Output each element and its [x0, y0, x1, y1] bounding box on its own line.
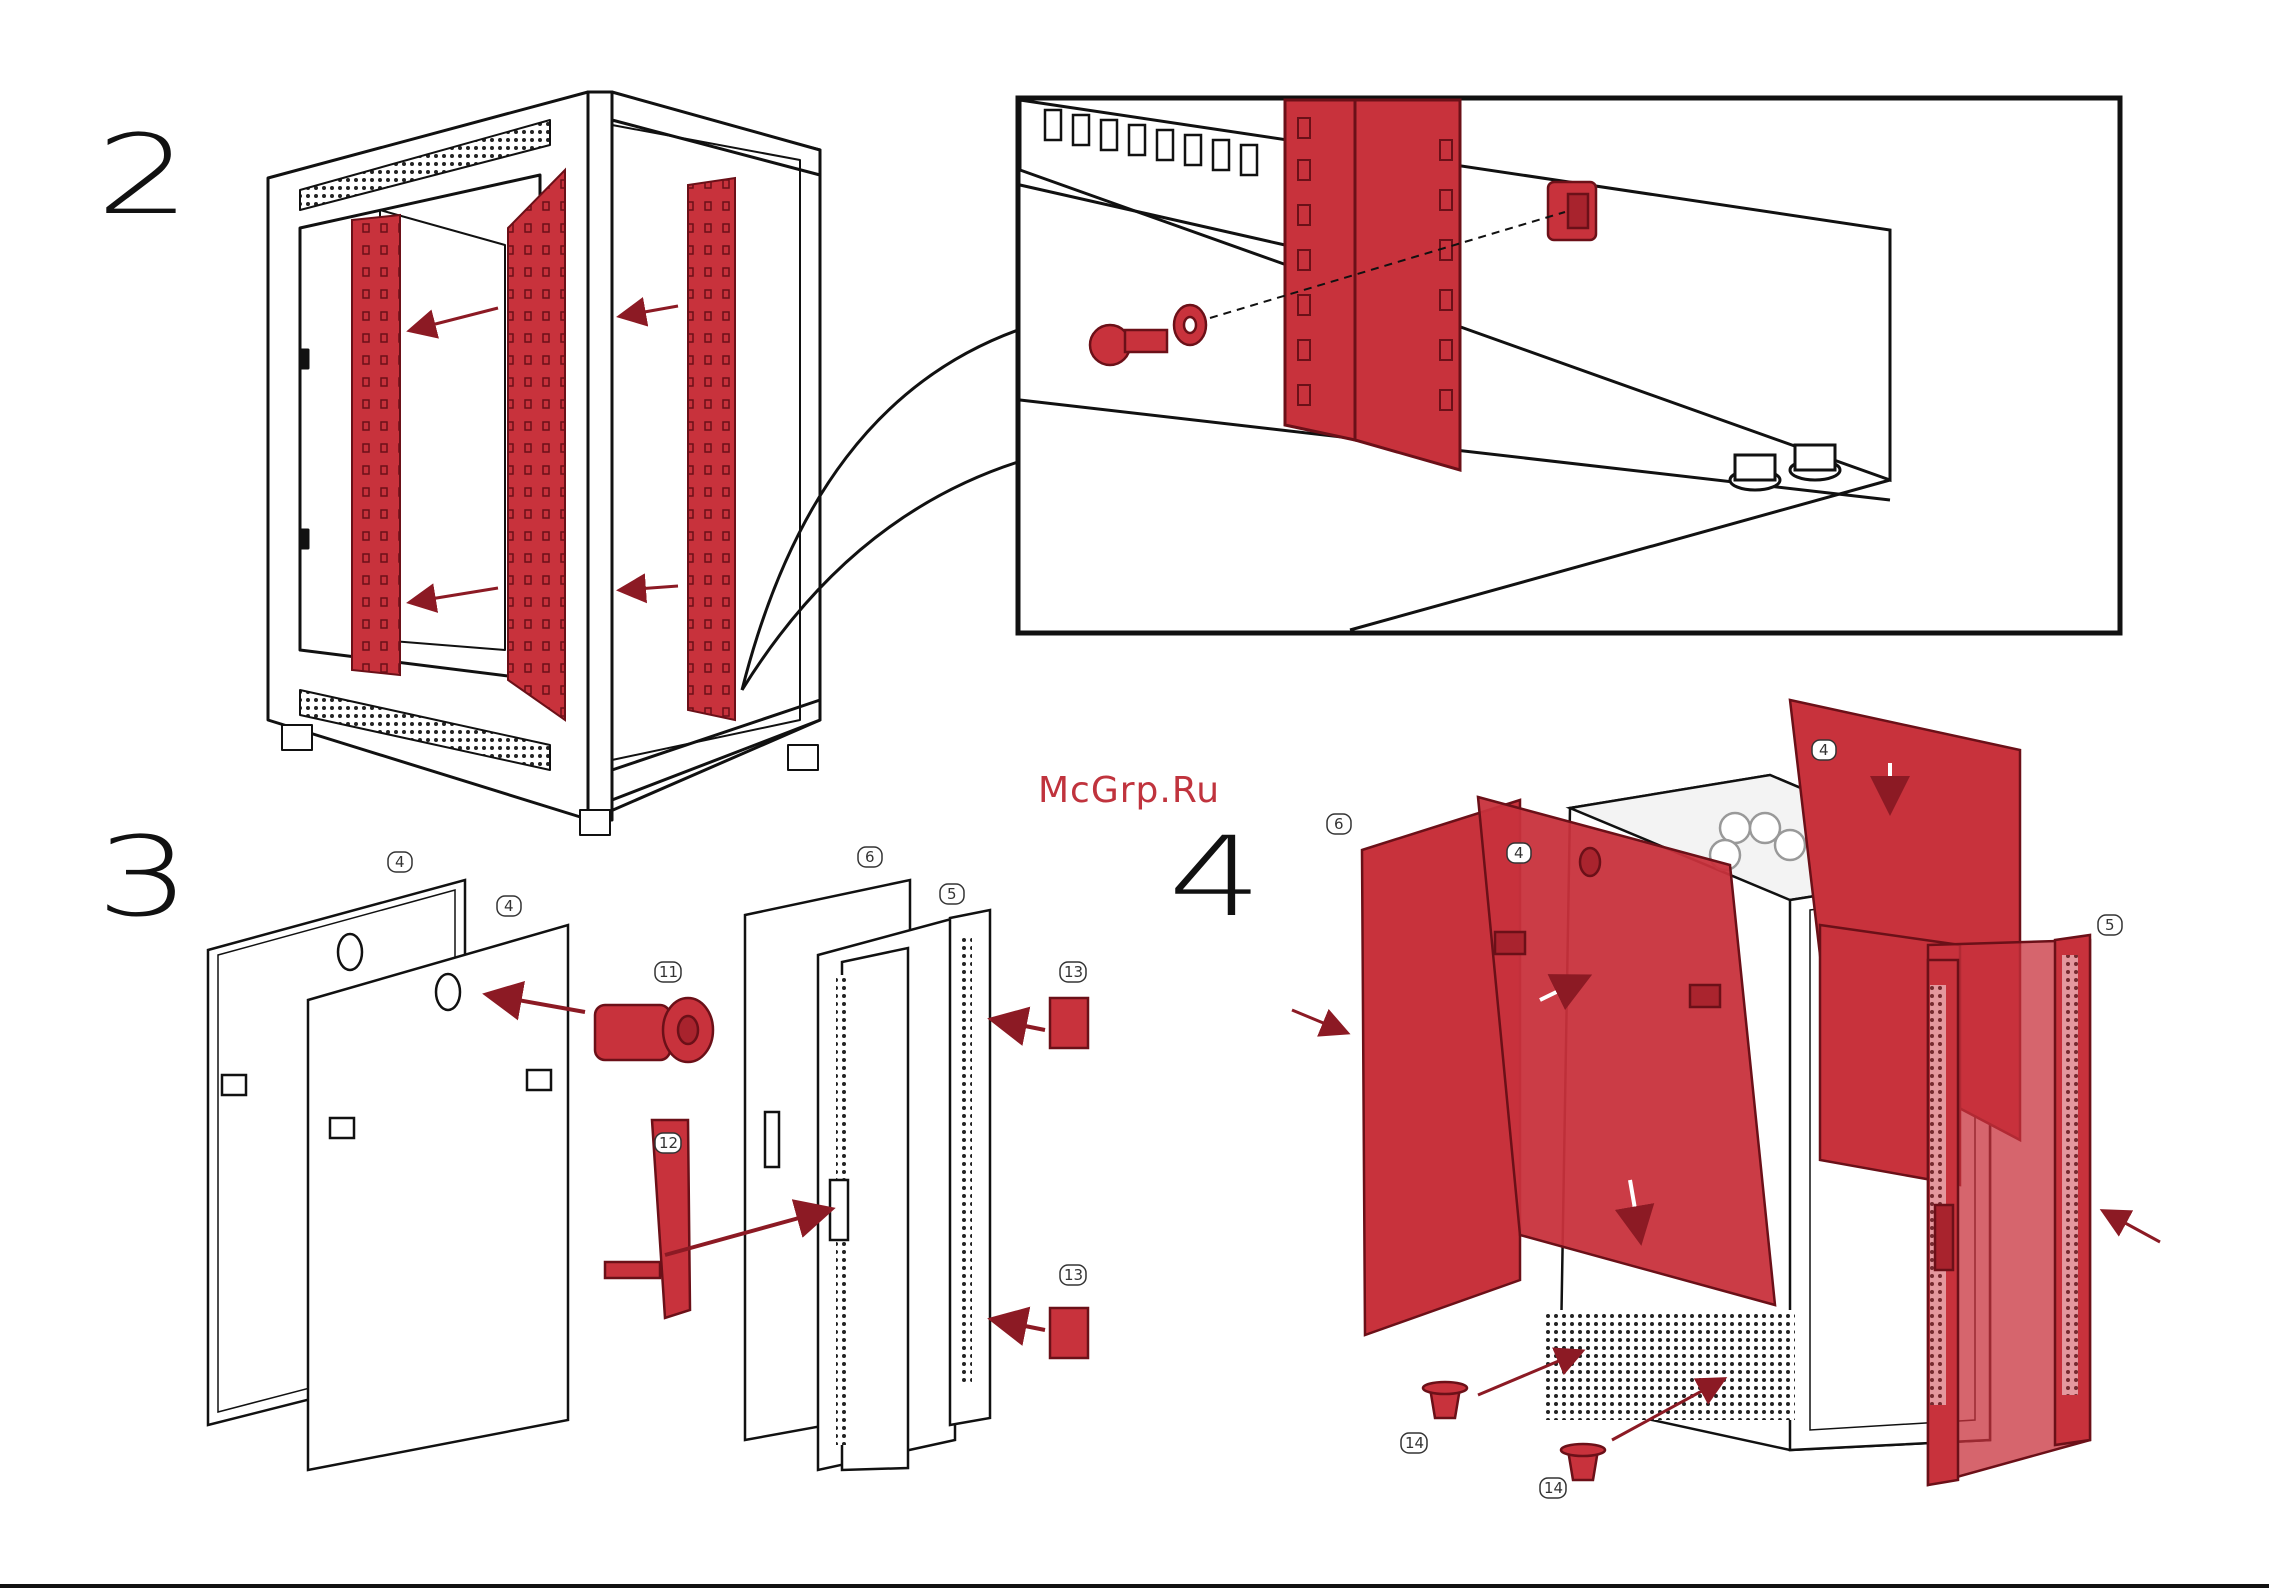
step3-door-parts [745, 880, 990, 1470]
detail-cage-nut [1548, 182, 1596, 240]
label-s3-hinge-top: 13 [1064, 963, 1083, 981]
label-s4-foot-right: 14 [1544, 1479, 1563, 1497]
step3-side-panels [208, 880, 568, 1470]
step3-hinges [1050, 998, 1088, 1358]
label-s4-top-panel: 4 [1819, 741, 1829, 759]
label-s3-door-glass: 5 [947, 885, 957, 903]
label-s3-side-panel-front: 4 [504, 897, 514, 915]
detail-red-rail [1285, 100, 1460, 470]
label-s4-foot-left: 14 [1405, 1434, 1424, 1452]
label-s4-side-panel-left: 6 [1334, 815, 1344, 833]
label-s3-handle: 12 [659, 1134, 678, 1152]
label-s3-lock: 11 [659, 963, 678, 981]
label-s3-hinge-bottom: 13 [1064, 1266, 1083, 1284]
label-s4-front-door: 5 [2105, 916, 2115, 934]
step4-front-door [1928, 935, 2090, 1485]
label-s3-side-panel-back: 4 [395, 853, 405, 871]
step4-side-panel-mid [1478, 797, 1775, 1305]
step2-detail-box [1018, 98, 2120, 633]
step3-lock-part [595, 998, 713, 1062]
label-s3-door-frame: 6 [865, 848, 875, 866]
label-s4-side-panel-mid: 4 [1514, 844, 1524, 862]
